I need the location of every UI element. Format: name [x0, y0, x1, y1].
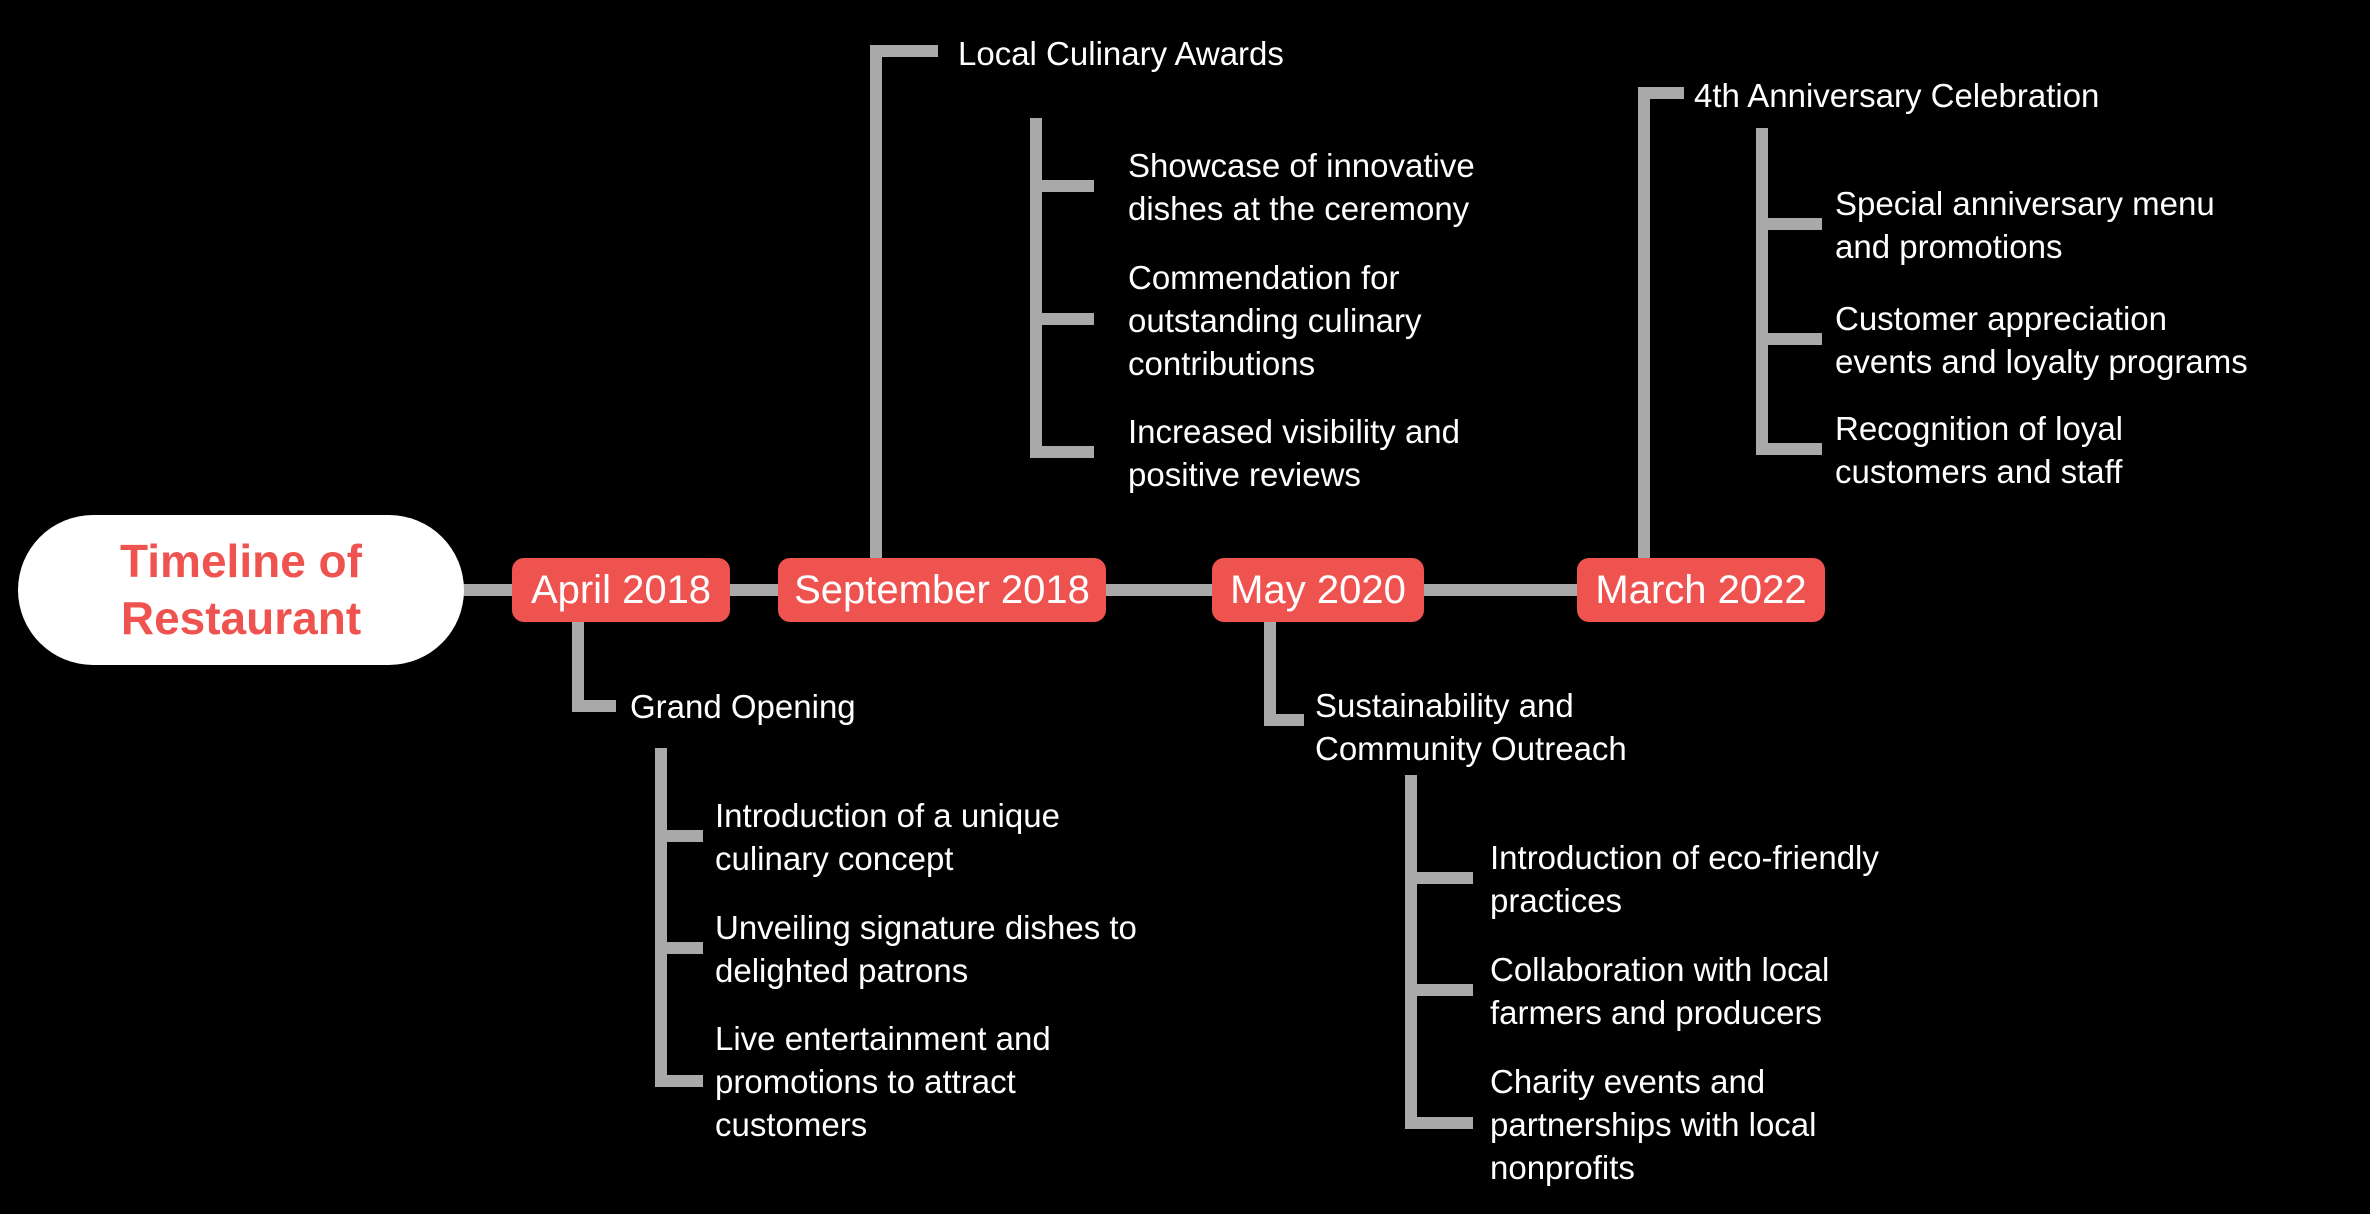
september-2018-node-connector — [870, 45, 882, 558]
april-2018-node-connector — [572, 622, 584, 712]
event-label-grand-opening: Grand Opening — [630, 688, 856, 725]
culinary-awards-detail-stub-1 — [1030, 180, 1094, 192]
september-2018-elbow-connector — [870, 45, 938, 57]
grand-opening-detail-stub-2 — [655, 942, 703, 954]
detail-item: Unveiling signature dishes to delighted … — [715, 909, 1137, 989]
root-node: Timeline of Restaurant — [18, 515, 464, 665]
detail-item: Live entertainment and promotions to att… — [715, 1020, 1051, 1143]
culinary-awards-detail-stub-3 — [1030, 446, 1094, 458]
may-2020-elbow-connector — [1264, 714, 1304, 726]
detail-item: Commendation for outstanding culinary co… — [1128, 259, 1422, 382]
april-2018-elbow-connector — [572, 700, 616, 712]
anniversary-detail-stub-1 — [1756, 218, 1822, 230]
event-label-sustainability-outreach: Sustainability and Community Outreach — [1315, 687, 1627, 767]
detail-item: Recognition of loyal customers and staff — [1835, 410, 2124, 490]
detail-item: Showcase of innovative dishes at the cer… — [1128, 147, 1475, 227]
sustainability-detail-spine — [1405, 775, 1417, 1129]
march-2022-elbow-connector — [1638, 87, 1684, 99]
anniversary-detail-stub-3 — [1756, 443, 1822, 455]
detail-item: Introduction of eco-friendly practices — [1490, 839, 1879, 919]
detail-item: Introduction of a unique culinary concep… — [715, 797, 1060, 877]
detail-item: Special anniversary menu and promotions — [1835, 185, 2215, 265]
root-title: Timeline of Restaurant — [120, 535, 362, 644]
grand-opening-detail-spine — [655, 748, 667, 1087]
march-2022-node-connector — [1638, 87, 1650, 558]
event-label-4th-anniversary: 4th Anniversary Celebration — [1694, 77, 2100, 114]
may-2020-node-connector — [1264, 622, 1276, 726]
anniversary-detail-stub-2 — [1756, 333, 1822, 345]
detail-item: Customer appreciation events and loyalty… — [1835, 300, 2248, 380]
anniversary-detail-spine — [1756, 128, 1768, 455]
grand-opening-detail-stub-1 — [655, 830, 703, 842]
culinary-awards-detail-stub-2 — [1030, 313, 1094, 325]
date-node-may-2020: May 2020 — [1212, 558, 1424, 622]
grand-opening-detail-stub-3 — [655, 1075, 703, 1087]
date-node-september-2018: September 2018 — [778, 558, 1106, 622]
sustainability-detail-stub-3 — [1405, 1117, 1473, 1129]
date-node-april-2018: April 2018 — [512, 558, 730, 622]
event-label-local-culinary-awards: Local Culinary Awards — [958, 35, 1284, 72]
sustainability-detail-stub-2 — [1405, 984, 1473, 996]
culinary-awards-detail-spine — [1030, 118, 1042, 458]
detail-item: Charity events and partnerships with loc… — [1490, 1063, 1817, 1186]
detail-item: Increased visibility and positive review… — [1128, 413, 1460, 493]
detail-item: Collaboration with local farmers and pro… — [1490, 951, 1830, 1031]
date-node-march-2022: March 2022 — [1577, 558, 1825, 622]
sustainability-detail-stub-1 — [1405, 872, 1473, 884]
